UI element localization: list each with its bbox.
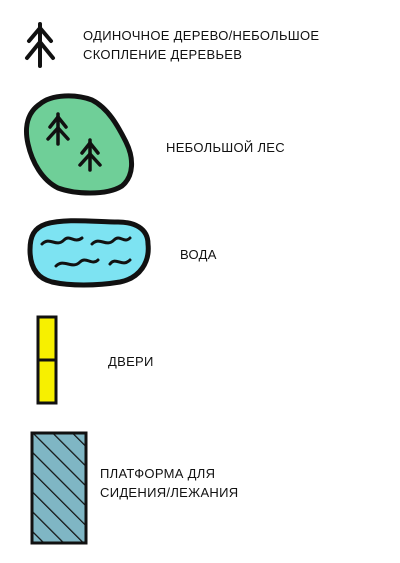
platform-label-line-2: СИДЕНИЯ/ЛЕЖАНИЯ <box>100 485 239 500</box>
water-label-line-1: ВОДА <box>180 247 217 262</box>
tree-icon <box>25 22 55 68</box>
doors-label: ДВЕРИ <box>108 352 154 371</box>
platform-icon <box>30 431 88 545</box>
water-icon <box>27 218 151 288</box>
single-tree-label-line-2: СКОПЛЕНИЕ ДЕРЕВЬЕВ <box>83 47 243 62</box>
door-icon <box>36 315 58 405</box>
platform-label-line-1: ПЛАТФОРМА ДЛЯ <box>100 466 216 481</box>
small-forest-label-line-1: НЕБОЛЬШОЙ ЛЕС <box>166 140 285 155</box>
doors-label-line-1: ДВЕРИ <box>108 354 154 369</box>
single-tree-label: ОДИНОЧНОЕ ДЕРЕВО/НЕБОЛЬШОЕ СКОПЛЕНИЕ ДЕР… <box>83 26 319 64</box>
water-label: ВОДА <box>180 245 217 264</box>
single-tree-label-line-1: ОДИНОЧНОЕ ДЕРЕВО/НЕБОЛЬШОЕ <box>83 28 320 43</box>
platform-label: ПЛАТФОРМА ДЛЯ СИДЕНИЯ/ЛЕЖАНИЯ <box>100 464 238 502</box>
small-forest-icon <box>24 93 134 196</box>
small-forest-label: НЕБОЛЬШОЙ ЛЕС <box>166 138 285 157</box>
